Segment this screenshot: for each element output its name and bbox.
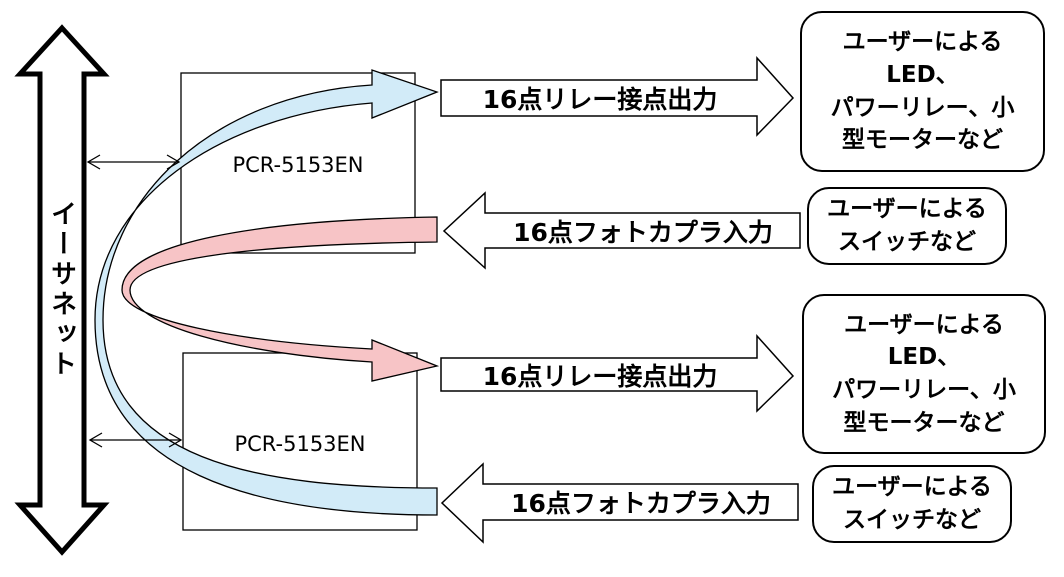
connector-device-2 bbox=[88, 432, 183, 448]
output-arrow-2 bbox=[440, 334, 795, 413]
device-label-1: PCR-5153EN bbox=[232, 153, 364, 177]
output-label-1: 16点リレー接点出力 bbox=[482, 85, 718, 114]
user-text-input-2: ユーザーによる スイッチなど bbox=[832, 474, 992, 533]
input-label-1: 16点フォトカプラ入力 bbox=[513, 217, 773, 247]
input-arrow-2 bbox=[440, 462, 799, 544]
input-label-2: 16点フォトカプラ入力 bbox=[511, 489, 771, 518]
user-box-output-1: ユーザーによる LED、 パワーリレー、小 型モーターなど bbox=[800, 11, 1045, 172]
output-label-2: 16点リレー接点出力 bbox=[482, 361, 718, 391]
user-box-input-2: ユーザーによる スイッチなど bbox=[812, 465, 1012, 543]
ethernet-label: イーサネット bbox=[46, 200, 77, 380]
user-text-input-1: ユーザーによる スイッチなど bbox=[827, 196, 987, 255]
device-label-2: PCR-5153EN bbox=[234, 432, 366, 456]
connector-device-1 bbox=[86, 154, 181, 170]
user-box-output-2: ユーザーによる LED、 パワーリレー、小 型モーターなど bbox=[802, 294, 1046, 454]
user-text-output-1: ユーザーによる LED、 パワーリレー、小 型モーターなど bbox=[830, 29, 1015, 154]
input-arrow-1 bbox=[442, 191, 801, 270]
ethernet-double-arrow bbox=[14, 24, 110, 556]
blue-flow-arrow bbox=[94, 69, 439, 516]
user-text-output-2: ユーザーによる LED、 パワーリレー、小 型モーターなど bbox=[832, 311, 1016, 436]
red-flow-arrow bbox=[121, 216, 440, 382]
output-arrow-1 bbox=[440, 56, 795, 137]
user-box-input-1: ユーザーによる スイッチなど bbox=[807, 187, 1007, 265]
